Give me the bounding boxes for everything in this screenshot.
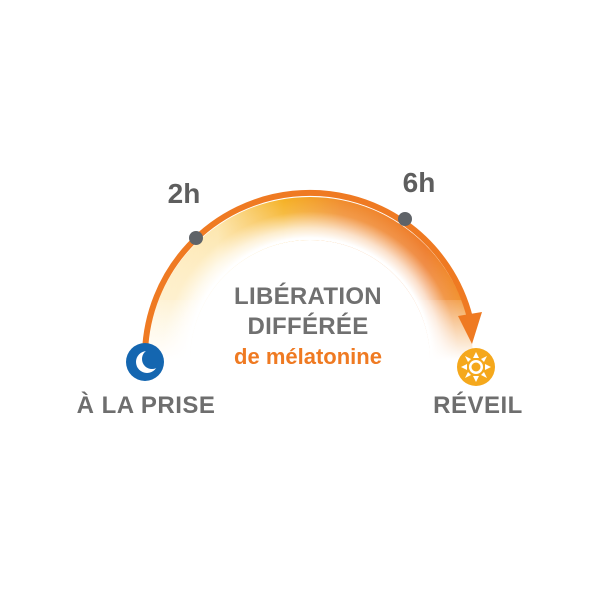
title-line-2: DIFFÉRÉE — [247, 313, 369, 340]
arrow-head-icon — [458, 312, 482, 344]
marker-2h-label: 2h — [167, 178, 201, 209]
release-band — [140, 197, 480, 365]
end-label: RÉVEIL — [433, 392, 523, 419]
subtitle: de mélatonine — [234, 344, 382, 369]
moon-icon — [126, 343, 164, 381]
sun-icon — [457, 348, 495, 386]
timeline-arc — [142, 189, 473, 355]
marker-2h-dot-icon — [189, 231, 203, 245]
marker-6h-label: 6h — [402, 167, 436, 198]
marker-6h-dot-icon — [398, 212, 412, 226]
title-line-1: LIBÉRATION — [234, 283, 382, 310]
start-label: À LA PRISE — [76, 392, 216, 419]
